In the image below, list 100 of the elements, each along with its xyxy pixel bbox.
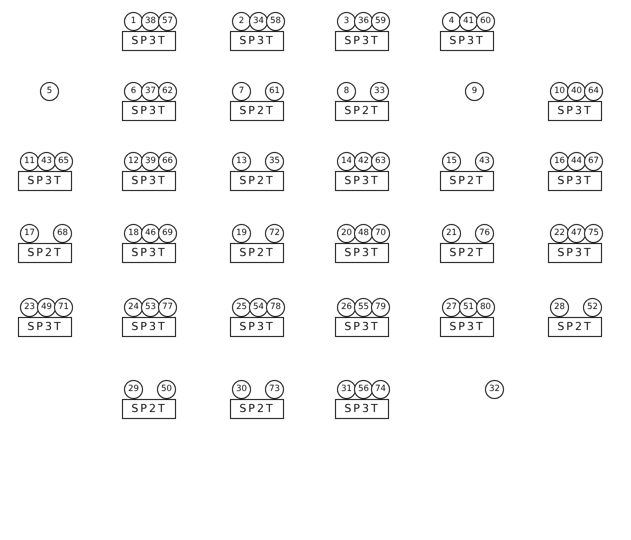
numbered-circle: 26 [337,298,356,317]
numbered-circle: 34 [249,12,268,31]
numbered-circle: 2 [232,12,251,31]
numbered-circle: 50 [157,380,176,399]
numbered-circle: 7 [232,82,251,101]
numbered-circle: 77 [158,298,177,317]
numbered-circle: 54 [249,298,268,317]
numbered-circle: 4 [442,12,461,31]
numbered-circle: 19 [232,224,251,243]
numbered-circle: 78 [266,298,285,317]
numbered-circle: 79 [371,298,390,317]
switch-label-box: SP3T [18,171,72,191]
numbered-circle: 33 [370,82,389,101]
numbered-circle: 49 [37,298,56,317]
numbered-circle: 43 [475,152,494,171]
numbered-circle: 28 [550,298,569,317]
switch-label-box: SP3T [335,31,389,51]
numbered-circle: 27 [442,298,461,317]
switch-label-box: SP2T [230,171,284,191]
numbered-circle: 67 [584,152,603,171]
numbered-circle: 56 [354,380,373,399]
numbered-circle: 60 [476,12,495,31]
switch-label-box: SP3T [548,101,602,121]
numbered-circle: 64 [584,82,603,101]
switch-label-box: SP3T [548,171,602,191]
numbered-circle: 21 [442,224,461,243]
numbered-circle: 23 [20,298,39,317]
numbered-circle: 22 [550,224,569,243]
numbered-circle: 42 [354,152,373,171]
numbered-circle: 63 [371,152,390,171]
numbered-circle: 73 [265,380,284,399]
numbered-circle: 43 [37,152,56,171]
numbered-circle: 44 [567,152,586,171]
numbered-circle: 41 [459,12,478,31]
numbered-circle: 9 [465,82,484,101]
numbered-circle: 55 [354,298,373,317]
switch-label-box: SP2T [230,101,284,121]
numbered-circle: 16 [550,152,569,171]
numbered-circle: 11 [20,152,39,171]
switch-label-box: SP2T [18,243,72,263]
numbered-circle: 32 [485,380,504,399]
numbered-circle: 24 [124,298,143,317]
numbered-circle: 8 [337,82,356,101]
numbered-circle: 46 [141,224,160,243]
switch-label-box: SP3T [18,317,72,337]
numbered-circle: 1 [124,12,143,31]
numbered-circle: 62 [158,82,177,101]
switch-label-box: SP3T [122,317,176,337]
numbered-circle: 70 [371,224,390,243]
switch-label-box: SP3T [230,317,284,337]
numbered-circle: 65 [54,152,73,171]
numbered-circle: 6 [124,82,143,101]
switch-label-box: SP2T [230,399,284,419]
switch-label-box: SP3T [335,399,389,419]
numbered-circle: 31 [337,380,356,399]
switch-label-box: SP2T [548,317,602,337]
numbered-circle: 17 [20,224,39,243]
numbered-circle: 38 [141,12,160,31]
numbered-circle: 57 [158,12,177,31]
numbered-circle: 47 [567,224,586,243]
numbered-circle: 3 [337,12,356,31]
numbered-circle: 15 [442,152,461,171]
numbered-circle: 10 [550,82,569,101]
switch-label-box: SP2T [335,101,389,121]
numbered-circle: 5 [40,82,59,101]
numbered-circle: 39 [141,152,160,171]
numbered-circle: 12 [124,152,143,171]
switch-label-box: SP3T [440,31,494,51]
numbered-circle: 59 [371,12,390,31]
switch-label-box: SP3T [122,243,176,263]
switch-label-box: SP3T [548,243,602,263]
numbered-circle: 13 [232,152,251,171]
numbered-circle: 35 [265,152,284,171]
numbered-circle: 53 [141,298,160,317]
numbered-circle: 71 [54,298,73,317]
numbered-circle: 69 [158,224,177,243]
numbered-circle: 37 [141,82,160,101]
switch-label-box: SP3T [230,31,284,51]
numbered-circle: 25 [232,298,251,317]
numbered-circle: 61 [265,82,284,101]
numbered-circle: 58 [266,12,285,31]
switch-label-box: SP3T [335,171,389,191]
numbered-circle: 40 [567,82,586,101]
switch-label-box: SP3T [440,317,494,337]
switch-label-box: SP3T [122,101,176,121]
numbered-circle: 74 [371,380,390,399]
switch-label-box: SP2T [122,399,176,419]
numbered-circle: 75 [584,224,603,243]
switch-label-box: SP2T [230,243,284,263]
switch-label-box: SP3T [122,31,176,51]
numbered-circle: 18 [124,224,143,243]
switch-label-box: SP3T [335,317,389,337]
numbered-circle: 68 [53,224,72,243]
switch-label-box: SP3T [122,171,176,191]
switch-label-box: SP2T [440,243,494,263]
switch-label-box: SP3T [335,243,389,263]
numbered-circle: 80 [476,298,495,317]
numbered-circle: 14 [337,152,356,171]
numbered-circle: 72 [265,224,284,243]
numbered-circle: 48 [354,224,373,243]
